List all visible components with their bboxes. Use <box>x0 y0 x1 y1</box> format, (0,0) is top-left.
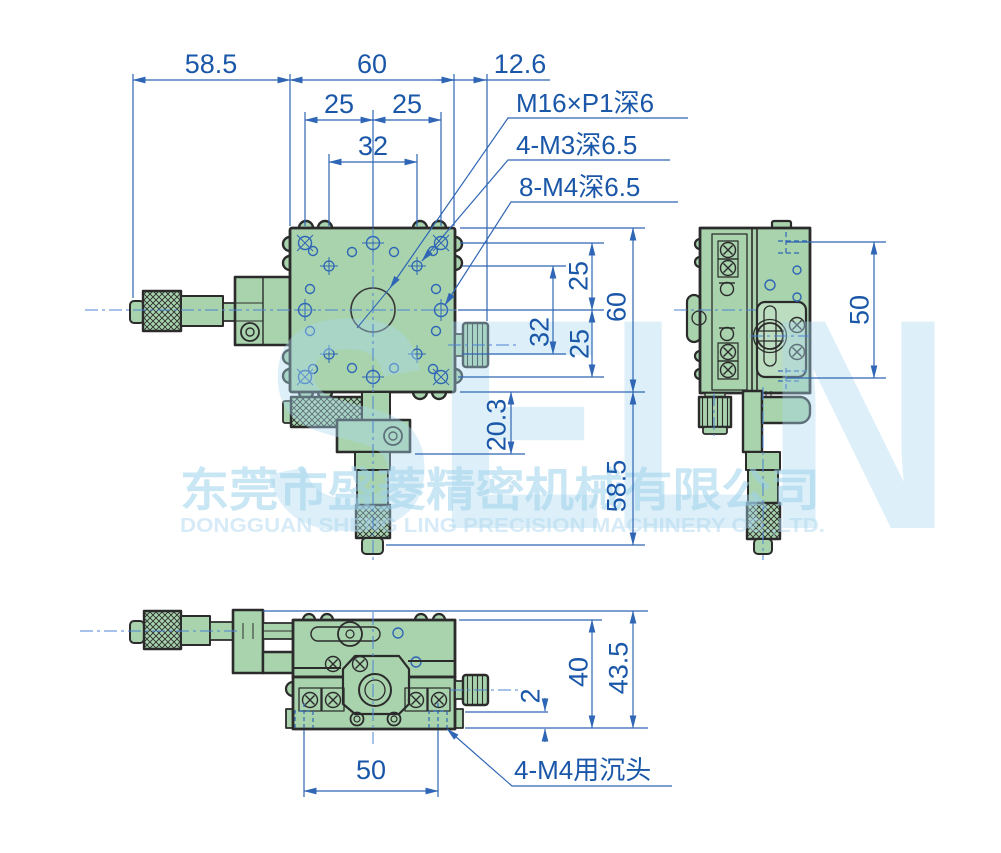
watermark: SELN 东莞市盛菱精密机械有限公司 DONGGUAN SHENG LING P… <box>180 256 952 592</box>
side-micrometer <box>741 389 812 555</box>
countersink-hidden-marks <box>294 703 448 728</box>
side-hidden-lines <box>778 232 808 390</box>
dim-40-bottom: 40 <box>563 657 593 687</box>
side-clamp-plungers <box>719 281 735 342</box>
dimension-annotations: 58.5 60 12.6 25 25 32 25 25 32 60 20.3 5… <box>80 49 886 797</box>
callout-m16: M16×P1深6 <box>516 88 654 118</box>
dim-43-5-bottom: 43.5 <box>603 642 633 695</box>
dim-20-3: 20.3 <box>481 399 511 452</box>
dim-25-top-right: 25 <box>392 89 422 119</box>
callout-4m3: 4-M3深6.5 <box>516 130 637 160</box>
micrometer-x-knurl <box>141 289 183 333</box>
dim-32-top: 32 <box>358 131 388 161</box>
dim-50-bottom: 50 <box>356 755 386 785</box>
bottom-lever <box>310 621 381 647</box>
dim-32-right: 32 <box>524 317 554 347</box>
bottom-view <box>129 608 490 731</box>
callout-8m4: 8-M4深6.5 <box>519 172 640 202</box>
dim-12-6-top: 12.6 <box>494 49 547 79</box>
dim-60-top: 60 <box>357 49 387 79</box>
dim-60-right: 60 <box>601 292 631 322</box>
dim-2-bottom: 2 <box>515 688 545 703</box>
dim-25-right-top: 25 <box>563 261 593 291</box>
dim-58-5-right: 58.5 <box>601 460 631 513</box>
dim-25-right-bottom: 25 <box>564 329 594 359</box>
watermark-company-cn: 东莞市盛菱精密机械有限公司 <box>180 464 820 516</box>
leader-lines <box>356 117 688 787</box>
dim-50-side: 50 <box>844 295 874 325</box>
micrometer-x <box>129 275 292 347</box>
centerlines <box>80 228 810 744</box>
watermark-company-en: DONGGUAN SHENG LING PRECISION MACHINERY … <box>180 515 825 537</box>
bottom-center-bore <box>349 673 402 727</box>
callout-4m4-countersunk: 4-M4用沉头 <box>514 755 651 785</box>
extension-lines <box>132 74 886 797</box>
dim-58-5-top: 58.5 <box>185 49 238 79</box>
side-lock-knob <box>697 392 733 435</box>
bottom-micrometer-x <box>129 608 295 675</box>
dim-25-top-left: 25 <box>324 89 354 119</box>
dimension-lines <box>132 76 878 795</box>
watermark-logo: SELN <box>262 256 952 592</box>
dimension-texts: 58.5 60 12.6 25 25 32 25 25 32 60 20.3 5… <box>185 49 875 785</box>
side-ref-holes <box>764 265 802 302</box>
callout-texts: M16×P1深6 4-M3深6.5 8-M4深6.5 4-M4用沉头 <box>514 88 654 785</box>
